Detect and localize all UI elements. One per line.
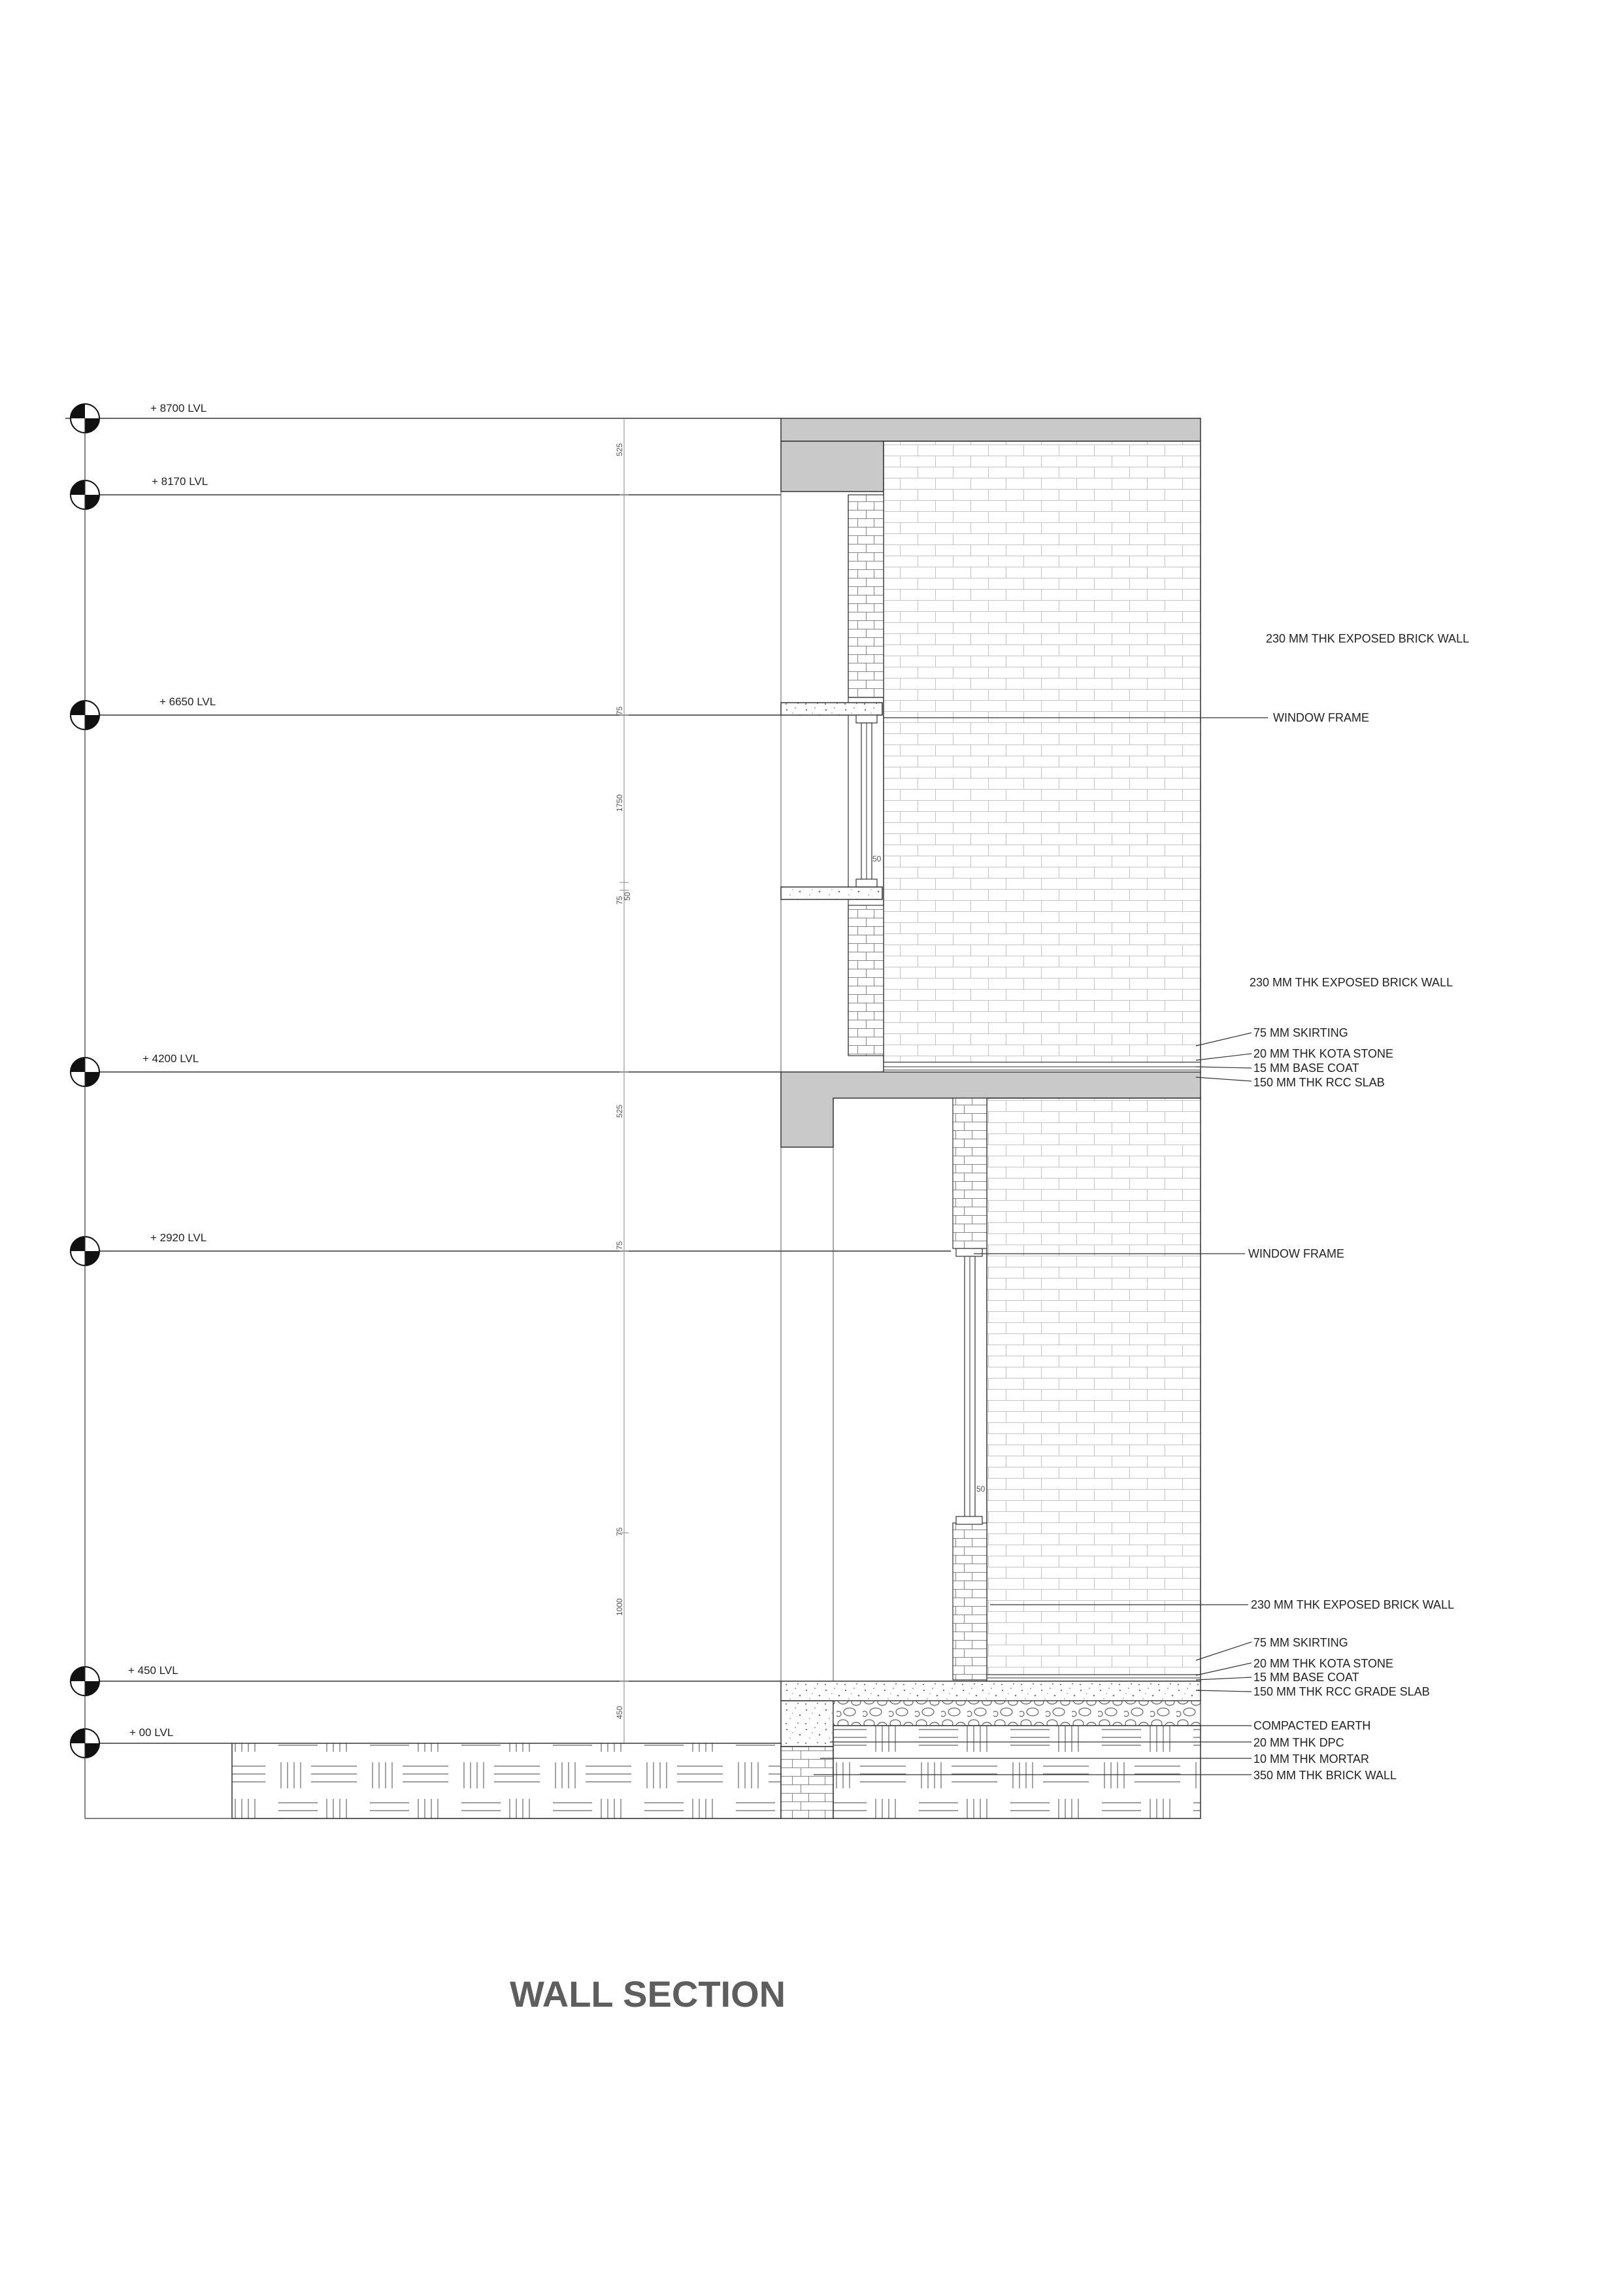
drawing-title: WALL SECTION [510, 1973, 786, 2015]
note-ground-skirting: 75 MM SKIRTING [1253, 1636, 1348, 1649]
note-window-frame-lower: WINDOW FRAME [1248, 1247, 1344, 1260]
dimension-label: 75 [615, 706, 624, 715]
note-ground-base: 15 MM BASE COAT [1253, 1671, 1359, 1684]
note-foundation: 350 MM THK BRICK WALL [1253, 1769, 1397, 1782]
level-450: + 450 LVL [70, 1664, 781, 1696]
dimension-label: 525 [615, 443, 624, 456]
note-upper-wall: 230 MM THK EXPOSED BRICK WALL [1266, 632, 1469, 645]
level-8700: + 8700 LVL [65, 402, 781, 433]
dimension-label: 450 [615, 1706, 624, 1719]
level-label: + 8170 LVL [152, 475, 208, 488]
dimension-label: 50 [623, 892, 632, 901]
dimension-chain: 525 75 1750 75 50 525 75 75 1000 450 50 … [615, 418, 986, 1743]
foundation [231, 1725, 1201, 1819]
ground-floor-buildup [780, 1674, 1201, 1747]
note-earth: COMPACTED EARTH [1253, 1719, 1370, 1732]
note-floor-base: 15 MM BASE COAT [1253, 1062, 1359, 1075]
level-label: + 4200 LVL [142, 1052, 199, 1065]
leader-lines [814, 717, 1268, 1775]
note-window-frame-upper: WINDOW FRAME [1273, 711, 1369, 724]
dimension-label: 50 [872, 854, 882, 863]
note-mortar: 10 MM THK MORTAR [1253, 1752, 1369, 1766]
upper-brick-wall [848, 441, 1201, 1073]
annotations: 230 MM THK EXPOSED BRICK WALL WINDOW FRA… [1248, 632, 1469, 1782]
level-4200: + 4200 LVL [70, 1052, 781, 1087]
note-ground-slab: 150 MM THK RCC GRADE SLAB [1253, 1685, 1430, 1698]
dimension-label: 75 [615, 1527, 624, 1536]
note-floor-slab: 150 MM THK RCC SLAB [1253, 1076, 1385, 1089]
level-label: + 2920 LVL [150, 1231, 207, 1244]
dimension-label: 1000 [615, 1598, 624, 1616]
level-label: + 00 LVL [129, 1726, 173, 1739]
level-label: + 6650 LVL [159, 695, 216, 708]
dimension-label: 50 [976, 1484, 986, 1494]
level-00: + 00 LVL [70, 1726, 232, 1758]
floor-slab [780, 1062, 1201, 1148]
dimension-label: 525 [615, 1105, 624, 1118]
note-dpc: 20 MM THK DPC [1253, 1736, 1344, 1749]
upper-window [780, 702, 883, 900]
note-floor-skirting: 75 MM SKIRTING [1253, 1026, 1348, 1039]
dimension-label: 75 [615, 1241, 624, 1250]
note-ground-kota: 20 MM THK KOTA STONE [1253, 1657, 1393, 1670]
note-lower-wall: 230 MM THK EXPOSED BRICK WALL [1251, 1598, 1454, 1611]
lower-brick-wall [952, 1097, 1201, 1682]
note-floor-kota: 20 MM THK KOTA STONE [1253, 1047, 1393, 1060]
level-6650: + 6650 LVL [70, 695, 781, 730]
lower-window [955, 1248, 983, 1525]
dimension-label: 1750 [615, 794, 624, 812]
dimension-label: 75 [615, 895, 624, 905]
level-label: + 8700 LVL [150, 402, 207, 414]
note-mid-wall: 230 MM THK EXPOSED BRICK WALL [1250, 976, 1453, 989]
level-label: + 450 LVL [128, 1664, 178, 1677]
roof-slab-band [780, 418, 1201, 492]
level-2920: + 2920 LVL [70, 1231, 951, 1266]
level-8170: + 8170 LVL [70, 475, 781, 510]
